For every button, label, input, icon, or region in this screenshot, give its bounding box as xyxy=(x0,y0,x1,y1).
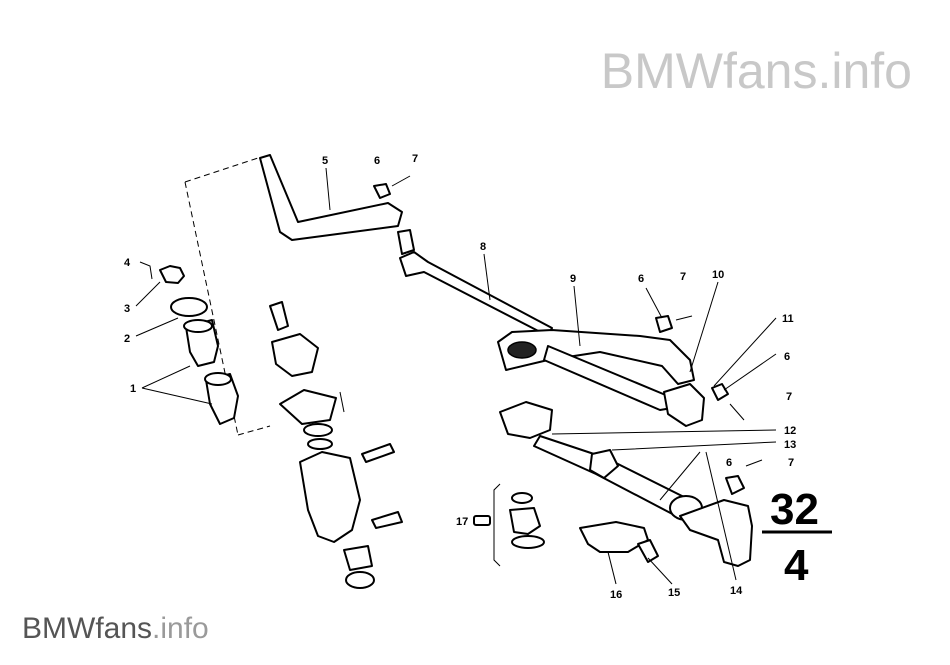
part-17-ring-top xyxy=(511,492,533,504)
part-10-ball-joint xyxy=(663,383,705,427)
leader-12 xyxy=(551,429,777,435)
callout-2: 2 xyxy=(124,333,130,345)
callout-11: 11 xyxy=(782,313,794,325)
part-7-pin-mid xyxy=(675,315,693,321)
leader-10 xyxy=(689,281,719,373)
steering-box-lower-bushing xyxy=(343,545,373,571)
leader-5 xyxy=(325,167,331,211)
callout-1: 1 xyxy=(130,383,136,395)
section-ref-top: 32 xyxy=(770,485,819,534)
callout-6-lower: 6 xyxy=(726,457,732,469)
part-7-pin-lower xyxy=(745,459,763,467)
section-ref-bottom: 4 xyxy=(784,541,809,590)
part-6-nut-right xyxy=(711,383,729,401)
leader-14 xyxy=(705,451,737,581)
part-7-pin-right xyxy=(729,403,745,421)
part-17-bracket xyxy=(493,483,501,567)
steering-box-lower-washer xyxy=(345,571,375,589)
callout-6-mid: 6 xyxy=(638,273,644,285)
leader-15 xyxy=(647,557,673,585)
watermark-bottom-main: BMWfans xyxy=(22,612,153,645)
steering-box-lower-bolt xyxy=(371,511,403,529)
part-17-ring-bottom xyxy=(511,535,545,549)
steering-box-housing xyxy=(299,451,361,543)
steering-box-shaft xyxy=(339,391,345,413)
callout-7-mid: 7 xyxy=(680,271,686,283)
callout-9: 9 xyxy=(570,273,576,285)
relay-rod xyxy=(543,345,673,411)
callout-14: 14 xyxy=(730,585,743,597)
part-1-bushing-lower-top xyxy=(204,372,232,386)
part-12-tie-rod-end xyxy=(499,401,553,439)
steering-box-side-bolt xyxy=(361,443,395,463)
leader-6b xyxy=(645,287,663,319)
part-6-nut-top xyxy=(373,183,391,199)
part-13-clamp xyxy=(589,449,619,479)
part-14-outer-end xyxy=(679,499,753,567)
part-15-bolt xyxy=(637,539,659,563)
part-17-kit-icon xyxy=(473,515,491,526)
leader-2 xyxy=(135,317,179,337)
steering-box-plate xyxy=(279,389,337,425)
part-5-arm xyxy=(259,154,403,241)
watermark-top: BMWfans.info xyxy=(600,43,912,99)
part-9-eye xyxy=(507,341,537,359)
leader-8 xyxy=(483,253,491,301)
callout-16: 16 xyxy=(610,589,622,601)
callout-6-right: 6 xyxy=(784,351,790,363)
steering-box-mount xyxy=(271,333,319,377)
part-3-nut xyxy=(159,265,185,284)
part-17-boot xyxy=(509,507,541,535)
ball-joint-upper xyxy=(397,229,415,255)
part-8-tie-rod xyxy=(399,251,553,337)
callout-4: 4 xyxy=(124,257,131,269)
part-7-pin-top xyxy=(391,175,411,187)
part-6-nut-lower xyxy=(725,475,745,495)
callout-7-right: 7 xyxy=(786,391,792,403)
watermark-bottom-suffix: .info xyxy=(152,612,209,645)
callout-7-top: 7 xyxy=(412,153,418,165)
leader-11 xyxy=(713,317,777,387)
part-16-bracket xyxy=(579,521,649,553)
part-1-bushing-upper-top xyxy=(183,319,213,333)
callout-15: 15 xyxy=(668,587,680,599)
steering-box-top-bolt xyxy=(269,301,289,331)
callout-7-lower: 7 xyxy=(788,457,794,469)
leader-1 xyxy=(141,365,213,405)
leader-6c xyxy=(723,353,777,391)
leader-9 xyxy=(573,285,581,347)
part-6-nut-mid xyxy=(655,315,673,333)
callout-8: 8 xyxy=(480,241,486,253)
callout-6-top: 6 xyxy=(374,155,380,167)
leader-3 xyxy=(135,281,161,307)
part-2-washer xyxy=(170,297,208,317)
callout-17: 17 xyxy=(456,516,468,528)
part-4-screw xyxy=(139,261,153,280)
steering-box-seal-2 xyxy=(307,438,333,450)
callout-12: 12 xyxy=(784,425,796,437)
callout-10: 10 xyxy=(712,269,724,281)
callout-3: 3 xyxy=(124,303,130,315)
leader-16 xyxy=(607,551,617,585)
steering-box-seal-1 xyxy=(303,423,333,437)
callout-5: 5 xyxy=(322,155,328,167)
leader-13 xyxy=(611,441,777,501)
callout-13: 13 xyxy=(784,439,796,451)
watermark-bottom: BMWfans.info xyxy=(22,612,209,646)
